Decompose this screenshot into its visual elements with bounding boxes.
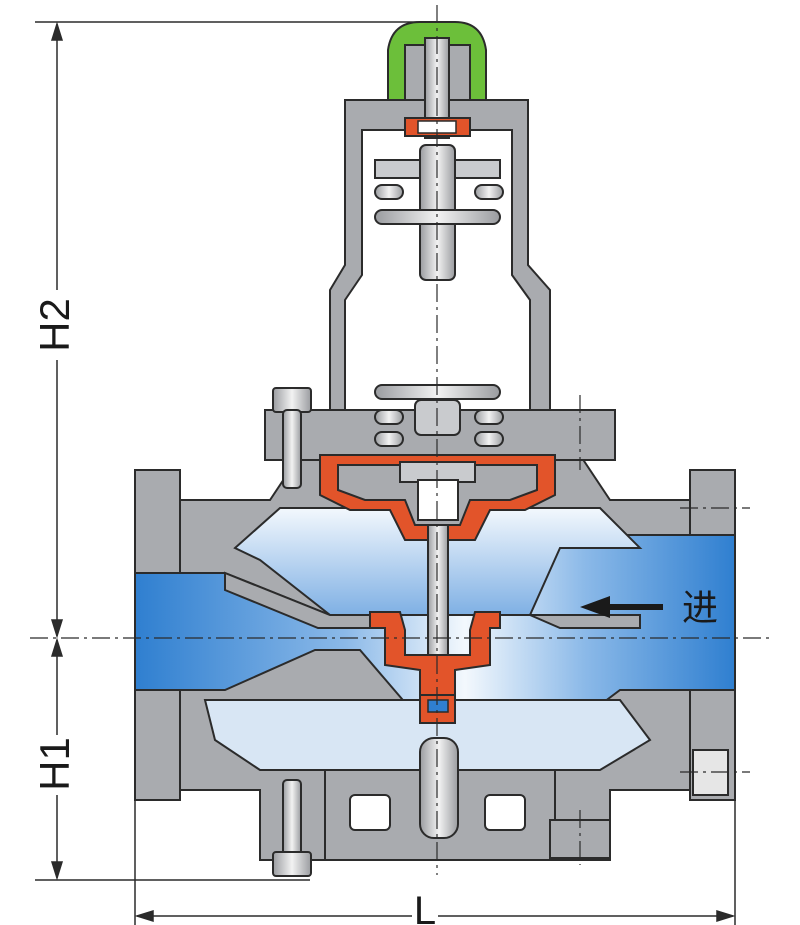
l-label-bg (412, 900, 438, 925)
inlet-label: 进 (682, 587, 718, 628)
arrow-icon (716, 909, 736, 923)
inlet-arrow-shaft (605, 604, 663, 610)
spring-coil (474, 409, 504, 425)
bottom-pocket-left (349, 794, 391, 831)
length-label: L (414, 889, 436, 925)
bolt-head (272, 387, 312, 413)
spring-coil (374, 184, 404, 200)
bottom-pocket-right (484, 794, 526, 831)
bolt-top-left (272, 387, 312, 489)
spring-coil (374, 409, 404, 425)
bolt-head (272, 851, 312, 877)
lower-chamber (203, 699, 652, 771)
h2-label: H2 (31, 298, 78, 352)
bolt-shank (282, 409, 302, 489)
arrow-icon (50, 21, 64, 41)
spring-coil (474, 431, 504, 447)
arrow-icon (134, 909, 154, 923)
diaphragm-nut-core (417, 479, 459, 521)
disc-guide-core (427, 699, 449, 713)
bolt-bottom-left (272, 779, 312, 877)
left-arrow-icon (580, 596, 610, 618)
lower-guide-post (419, 737, 459, 839)
arrow-icon (50, 637, 64, 657)
spring-coil (474, 184, 504, 200)
h1-label: H1 (31, 737, 78, 791)
h1-label-bg (40, 735, 76, 795)
center-lines (30, 5, 770, 875)
arrow-icon (50, 861, 64, 881)
spring-coil (374, 431, 404, 447)
inlet-indicator: 进 (580, 587, 718, 628)
valve-disc (369, 611, 501, 701)
h2-label-bg (40, 290, 76, 360)
arrow-icon (50, 619, 64, 639)
bolt-shank (282, 779, 302, 859)
